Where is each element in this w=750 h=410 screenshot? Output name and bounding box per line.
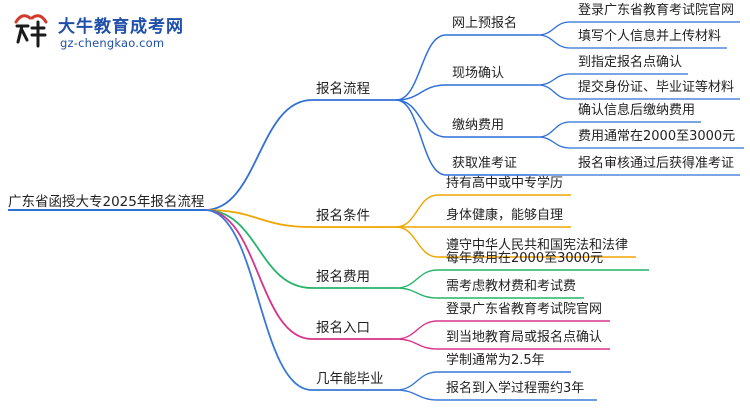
- leaf-label: 身体健康，能够自理: [446, 208, 564, 223]
- leaf-connector: [537, 34, 571, 49]
- leaf-label: 需考虑教材费和考试费: [446, 279, 577, 294]
- branch-label: 报名流程: [316, 81, 370, 97]
- branch-connector: [204, 209, 313, 289]
- subbranch-label: 缴纳费用: [452, 118, 505, 133]
- leaf-label: 确认信息后缴纳费用: [578, 103, 696, 118]
- leaf-label: 到指定报名点确认: [578, 55, 683, 70]
- leaf-label: 报名审核通过后获得准考证: [578, 156, 735, 171]
- leaf-connector: [395, 269, 439, 289]
- leaf-connector: [395, 338, 439, 350]
- branch-label: 报名费用: [316, 269, 370, 285]
- subbranch-connector: [395, 99, 447, 176]
- leaf-connector: [395, 194, 439, 228]
- leaf-label: 提交身份证、毕业证等材料: [578, 80, 735, 95]
- subbranch-label: 现场确认: [452, 66, 505, 81]
- branch-connector: [204, 99, 313, 211]
- leaf-connector: [395, 287, 439, 299]
- branch-connector: [204, 209, 313, 340]
- leaf-connector: [395, 226, 439, 258]
- leaf-label: 到当地教育局或报名点确认: [446, 330, 603, 345]
- subbranch-label: 网上预报名: [452, 16, 518, 31]
- leaf-connector: [537, 84, 571, 100]
- logo-url: gz-chengkao.com: [60, 36, 165, 50]
- leaf-connector: [537, 121, 571, 138]
- leaf-label: 报名到入学过程需约3年: [446, 381, 585, 396]
- subbranch-connector: [395, 99, 447, 138]
- branch-label: 报名条件: [316, 208, 370, 224]
- leaf-label: 登录广东省教育考试院官网: [578, 3, 735, 18]
- leaf-label: 持有高中或中专学历: [446, 176, 564, 191]
- leaf-label: 登录广东省教育考试院官网: [446, 302, 603, 317]
- leaf-label: 费用通常在2000至3000元: [578, 129, 736, 144]
- leaf-label: 学制通常为2.5年: [446, 353, 545, 368]
- leaf-label: 遵守中华人民共和国宪法和法律: [446, 238, 629, 253]
- leaf-connector: [395, 371, 439, 391]
- leaf-connector: [395, 389, 439, 401]
- leaf-label: 每年费用在2000至3000元: [446, 251, 604, 266]
- branch-connector: [204, 209, 313, 228]
- logo-title: 大牛教育成考网: [58, 17, 184, 37]
- leaf-label: 填写个人信息并上传材料: [578, 29, 722, 44]
- site-logo[interactable]: 大牛教育成考网 gz-chengkao.com: [8, 8, 208, 56]
- bull-logo-icon: [14, 14, 48, 48]
- leaf-connector: [395, 320, 439, 340]
- branch-connector: [204, 209, 313, 391]
- leaf-connector: [537, 21, 571, 36]
- subbranch-connector: [395, 84, 447, 101]
- leaf-connector: [537, 73, 571, 86]
- branch-label: 报名入口: [316, 320, 370, 336]
- leaf-connector: [537, 136, 571, 149]
- subbranch-label: 获取准考证: [452, 156, 518, 171]
- subbranch-connector: [395, 34, 447, 101]
- root-topic: 广东省函授大专2025年报名流程: [8, 194, 205, 210]
- branch-label: 几年能毕业: [316, 371, 384, 387]
